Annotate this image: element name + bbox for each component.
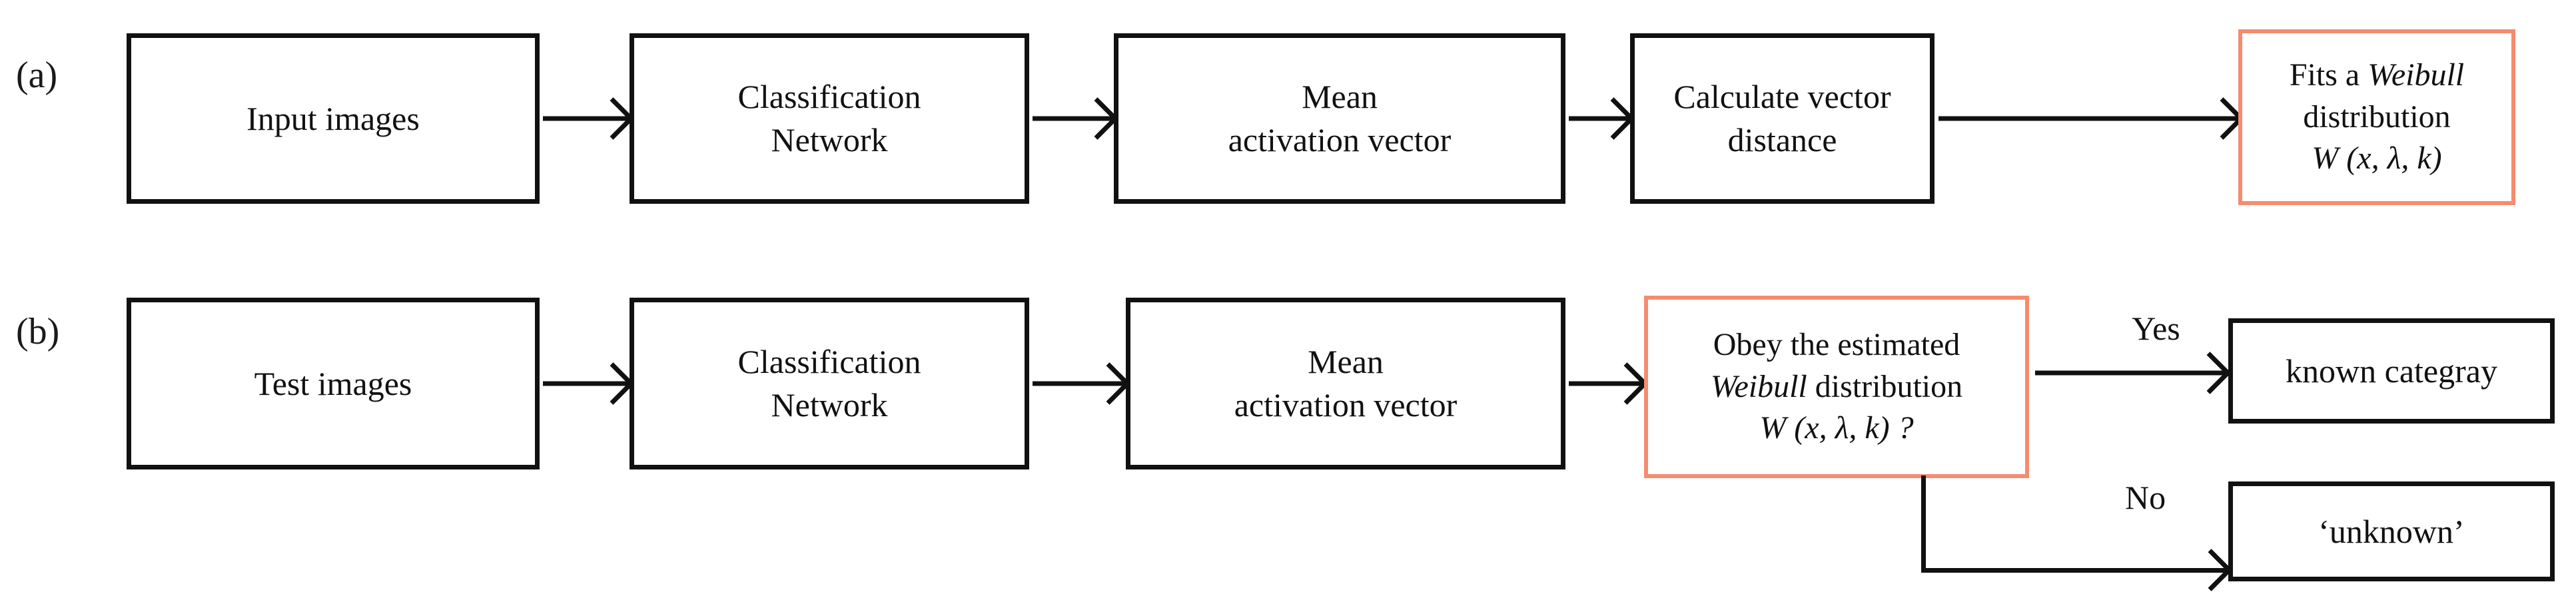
node-classification-network-b: Classification Network	[630, 298, 1029, 469]
panel-label-a: (a)	[16, 55, 58, 96]
fits-line2: distribution	[2303, 99, 2451, 135]
node-classification-network-a: Classification Network	[630, 33, 1029, 204]
node-classification-network-b-label: Classification Network	[737, 343, 921, 424]
node-mean-activation-vector-b: Mean activation vector	[1126, 298, 1565, 469]
node-calculate-vector-distance-label: Calculate vector distance	[1673, 78, 1891, 158]
fits-line3-args: (x, λ, k)	[2338, 141, 2442, 176]
node-mean-activation-vector-b-label: Mean activation vector	[1234, 343, 1458, 424]
node-test-images-label: Test images	[254, 364, 412, 402]
fits-line1-italic: Weibull	[2367, 57, 2465, 93]
obey-line2-rest: distribution	[1807, 368, 1963, 404]
node-input-images-label: Input images	[246, 99, 420, 137]
node-mean-activation-vector-a: Mean activation vector	[1114, 33, 1565, 204]
obey-line1: Obey the estimated	[1713, 327, 1960, 363]
edge-label-yes: Yes	[2132, 310, 2180, 347]
fits-line3-w: W	[2312, 141, 2339, 176]
node-test-images: Test images	[127, 298, 540, 469]
node-known-category: known categray	[2228, 318, 2555, 424]
fits-line1-plain: Fits a	[2289, 57, 2368, 93]
obey-line3-w: W	[1759, 410, 1787, 446]
panel-label-b: (b)	[16, 311, 60, 352]
node-known-category-label: known categray	[2286, 352, 2497, 390]
node-mean-activation-vector-a-label: Mean activation vector	[1228, 78, 1452, 158]
node-input-images: Input images	[127, 33, 540, 204]
node-calculate-vector-distance: Calculate vector distance	[1630, 33, 1934, 204]
obey-line3-args: (x, λ, k) ?	[1786, 410, 1914, 446]
node-unknown: ‘unknown’	[2228, 481, 2555, 581]
edge-label-no: No	[2125, 479, 2166, 516]
obey-line2-italic: Weibull	[1710, 368, 1807, 404]
node-unknown-label: ‘unknown’	[2318, 512, 2465, 550]
node-classification-network-a-label: Classification Network	[737, 78, 921, 158]
